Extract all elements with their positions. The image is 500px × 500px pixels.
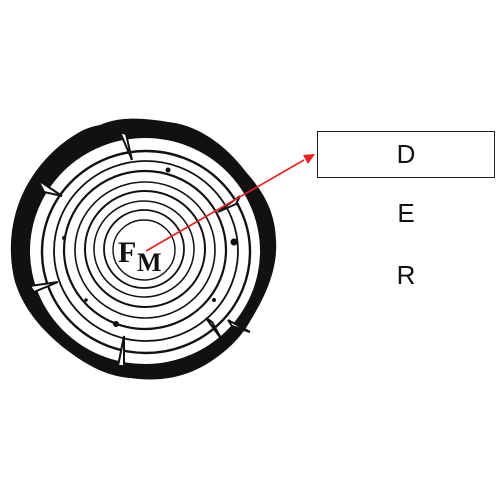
growth-ring <box>53 160 239 342</box>
arrow-line <box>145 159 305 252</box>
option-e[interactable]: E <box>397 198 415 228</box>
crack <box>116 335 125 367</box>
knot-dot <box>230 238 238 246</box>
logo-letter-m: M <box>137 248 162 277</box>
crack <box>35 177 63 197</box>
pointer-arrow <box>145 154 315 252</box>
arrowhead <box>303 154 315 164</box>
knot-dots <box>62 167 238 327</box>
tree-ring-logo: F M <box>10 118 277 380</box>
knot-dot <box>165 167 171 173</box>
knot-dot <box>62 236 66 240</box>
growth-ring <box>62 169 228 331</box>
crack <box>205 317 223 341</box>
knot-dot <box>113 321 119 327</box>
growth-rings <box>40 149 252 355</box>
logo-letter-f: F <box>118 236 136 269</box>
growth-ring <box>74 181 216 319</box>
growth-ring <box>40 149 252 355</box>
crack <box>227 319 251 333</box>
crack <box>28 281 59 294</box>
growth-ring <box>93 200 195 298</box>
option-box-selected[interactable]: D <box>317 131 495 178</box>
growth-ring <box>103 209 185 289</box>
crack <box>118 130 133 161</box>
knot-dot <box>84 298 88 302</box>
trunk-cracks <box>28 130 251 367</box>
growth-ring <box>112 219 176 281</box>
knot-dot <box>212 298 216 302</box>
option-r[interactable]: R <box>396 260 416 290</box>
growth-ring <box>84 190 206 308</box>
